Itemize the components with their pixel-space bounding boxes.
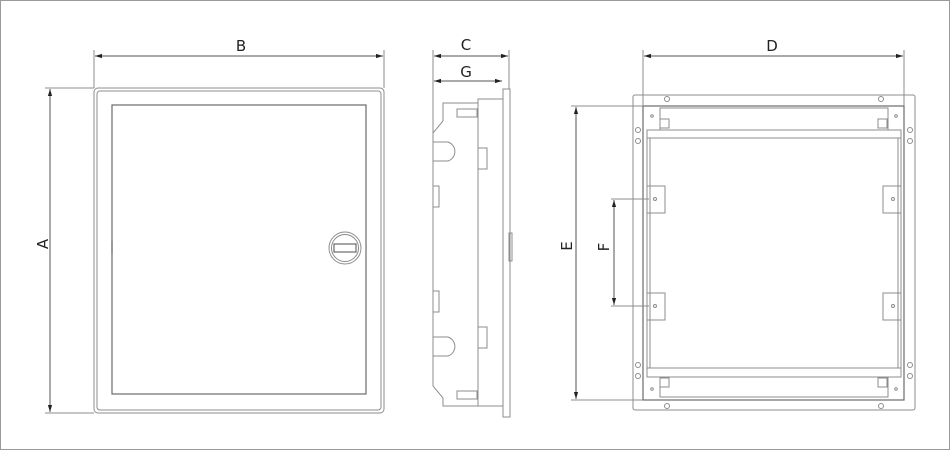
dimension-f: F — [595, 198, 649, 307]
dimension-label-a: A — [34, 238, 52, 249]
dimension-label-c: C — [461, 36, 471, 54]
screw-holes — [635, 96, 913, 409]
dimension-e: E — [558, 105, 643, 401]
front-view — [93, 87, 385, 414]
dimension-a: A — [34, 87, 94, 414]
dimension-label-f: F — [595, 243, 613, 252]
dimension-b: B — [93, 37, 385, 88]
dimension-label-e: E — [558, 241, 576, 250]
dimension-d: D — [642, 37, 905, 106]
dimension-label-g: G — [460, 63, 472, 81]
dimension-c: C — [432, 36, 510, 133]
dimension-g: G — [434, 63, 502, 84]
rear-view — [632, 94, 916, 411]
dimension-label-b: B — [236, 37, 246, 55]
mounting-brackets — [646, 118, 902, 388]
door-lock-icon — [328, 231, 362, 265]
dimension-label-d: D — [766, 37, 778, 55]
side-view — [432, 88, 513, 418]
